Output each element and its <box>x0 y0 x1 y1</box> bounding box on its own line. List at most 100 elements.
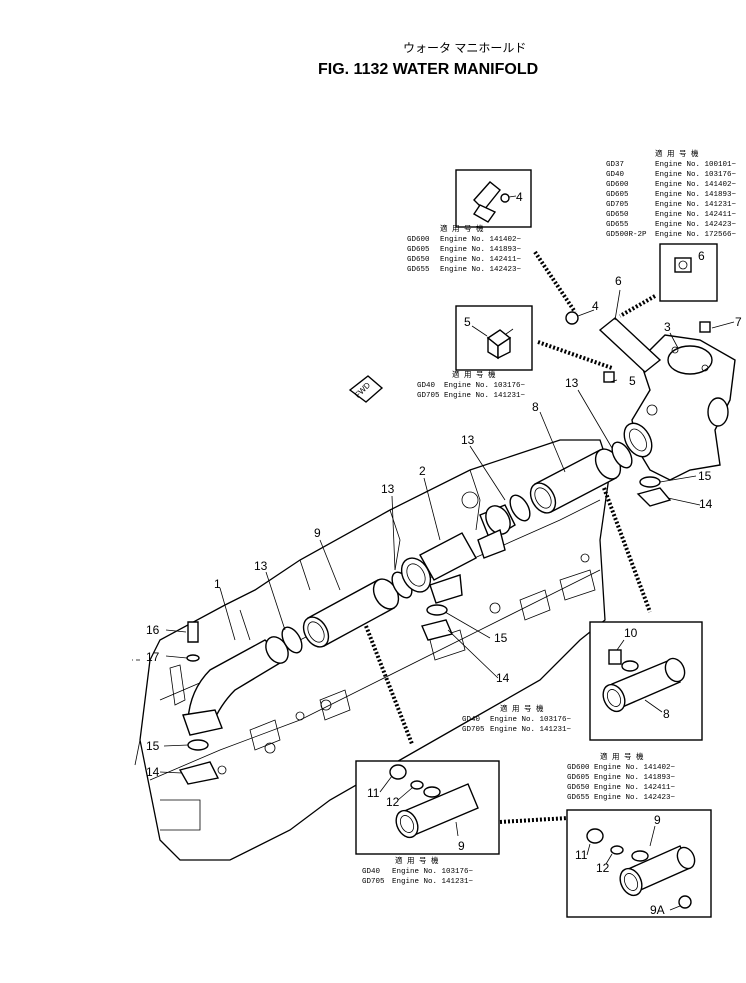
hose-clamp <box>509 494 531 522</box>
note-serial: Engine No. 141231~ <box>444 392 526 400</box>
washer-17 <box>186 654 200 662</box>
bolt-16 <box>187 621 199 643</box>
note-model: GD500R-2P <box>606 231 647 239</box>
inset-9a-11-label: 11 <box>575 848 588 862</box>
inset-9a-label: 9A <box>650 903 665 917</box>
callout-numbers: 1 2 3 4 5 6 7 8 9 13 13 13 13 14 14 14 1… <box>146 274 742 779</box>
note-serial: Engine No. 141893~ <box>655 191 737 199</box>
callout-16: 16 <box>146 623 160 637</box>
inset-9a-9-label: 9 <box>654 813 661 827</box>
note-serial: Engine No. 141893~ <box>594 774 676 782</box>
forward-arrow: FWD <box>348 375 384 403</box>
note-model: GD600 <box>567 764 590 772</box>
note-part-9a: 適 用 号 機 GD600 Engine No. 141402~ GD605 E… <box>567 751 676 802</box>
callout-3: 3 <box>664 320 671 334</box>
o-ring-15 <box>426 604 448 616</box>
plug-4 <box>565 311 579 325</box>
note-model: GD705 <box>417 392 440 400</box>
callout-2: 2 <box>419 464 426 478</box>
note-model: GD37 <box>606 161 624 169</box>
note-serial: Engine No. 141231~ <box>655 201 737 209</box>
callout-13: 13 <box>381 482 395 496</box>
note-model: GD655 <box>567 794 590 802</box>
plug-5 <box>603 371 615 383</box>
callout-14: 14 <box>496 671 510 685</box>
connector-pipe-2 <box>400 504 516 604</box>
note-serial: Engine No. 100101~ <box>655 161 737 169</box>
note-serial: Engine No. 103176~ <box>392 868 474 876</box>
note-part-5: 適 用 号 機 GD40 Engine No. 103176~ GD705 En… <box>417 369 526 400</box>
note-serial: Engine No. 142411~ <box>440 256 522 264</box>
hose-clamp <box>281 626 303 654</box>
note-part-4: 適 用 号 機 GD600 Engine No. 141402~ GD605 E… <box>407 223 522 274</box>
callout-4: 4 <box>592 299 599 313</box>
note-serial: Engine No. 142423~ <box>655 221 737 229</box>
callout-17: 17 <box>146 650 160 664</box>
bypass-pipe-6 <box>598 317 662 373</box>
note-model: GD605 <box>567 774 590 782</box>
note-model: GD650 <box>606 211 629 219</box>
note-serial: Engine No. 142411~ <box>655 211 737 219</box>
note-serial: Engine No. 141402~ <box>594 764 676 772</box>
note-heading: 適 用 号 機 <box>655 148 699 159</box>
inset-9-label: 9 <box>458 839 465 853</box>
callout-7: 7 <box>735 315 742 329</box>
callout-15: 15 <box>494 631 508 645</box>
note-model: GD655 <box>606 221 629 229</box>
inset-10-label: 10 <box>624 626 638 640</box>
note-part-8: 適 用 号 機 GD40 Engine No. 103176~ GD705 En… <box>462 703 572 734</box>
callout-1: 1 <box>214 577 221 591</box>
note-serial: Engine No. 172566~ <box>655 231 737 239</box>
note-model: GD600 <box>407 236 430 244</box>
inset-8-label: 8 <box>663 707 670 721</box>
inset-part-9a: 9 11 12 9A <box>566 809 712 918</box>
inset-part-5: 5 <box>455 305 533 371</box>
callout-9: 9 <box>314 526 321 540</box>
note-model: GD655 <box>407 266 430 274</box>
note-serial: Engine No. 103176~ <box>444 382 526 390</box>
note-serial: Engine No. 142423~ <box>440 266 522 274</box>
note-model: GD605 <box>606 191 629 199</box>
callout-5: 5 <box>629 374 636 388</box>
note-model: GD600 <box>606 181 629 189</box>
note-model: GD40 <box>362 868 381 876</box>
inset-11-label: 11 <box>367 786 380 800</box>
note-serial: Engine No. 141893~ <box>440 246 522 254</box>
note-serial: Engine No. 141402~ <box>655 181 737 189</box>
callout-14: 14 <box>146 765 160 779</box>
note-heading: 適 用 号 機 <box>600 751 644 762</box>
gasket-14 <box>636 487 672 507</box>
callout-13: 13 <box>254 559 268 573</box>
note-model: GD40 <box>606 171 625 179</box>
inset-part-6: 6 <box>659 243 718 302</box>
note-serial: Engine No. 142411~ <box>594 784 676 792</box>
o-ring-15 <box>639 476 661 488</box>
note-heading: 適 用 号 機 <box>395 855 439 866</box>
hose-clamp <box>611 441 633 469</box>
inset-9a-12-label: 12 <box>596 861 610 875</box>
inset-part-9: 11 12 9 <box>355 760 500 855</box>
plug-7 <box>699 321 711 333</box>
figure-title: FIG. 1132 WATER MANIFOLD <box>318 61 538 78</box>
hose-tube-8 <box>529 448 622 514</box>
callout-14: 14 <box>699 497 713 511</box>
callout-15: 15 <box>146 739 160 753</box>
note-model: GD705 <box>362 878 385 886</box>
note-heading: 適 用 号 機 <box>452 369 496 380</box>
callout-6: 6 <box>615 274 622 288</box>
o-ring-15 <box>187 739 209 751</box>
note-serial: Engine No. 142423~ <box>594 794 676 802</box>
inset-6-label: 6 <box>698 249 705 263</box>
note-part-9: 適 用 号 機 GD40 Engine No. 103176~ GD705 En… <box>362 855 474 886</box>
inset-part-4: 4 <box>455 169 532 228</box>
note-serial: Engine No. 141402~ <box>440 236 522 244</box>
note-serial: Engine No. 141231~ <box>490 726 572 734</box>
inset-12-label: 12 <box>386 795 400 809</box>
note-model: GD40 <box>462 716 481 724</box>
inset-5-label: 5 <box>464 315 471 329</box>
leader-lines <box>159 289 735 774</box>
note-model: GD650 <box>567 784 590 792</box>
inset-arrows <box>364 250 656 824</box>
